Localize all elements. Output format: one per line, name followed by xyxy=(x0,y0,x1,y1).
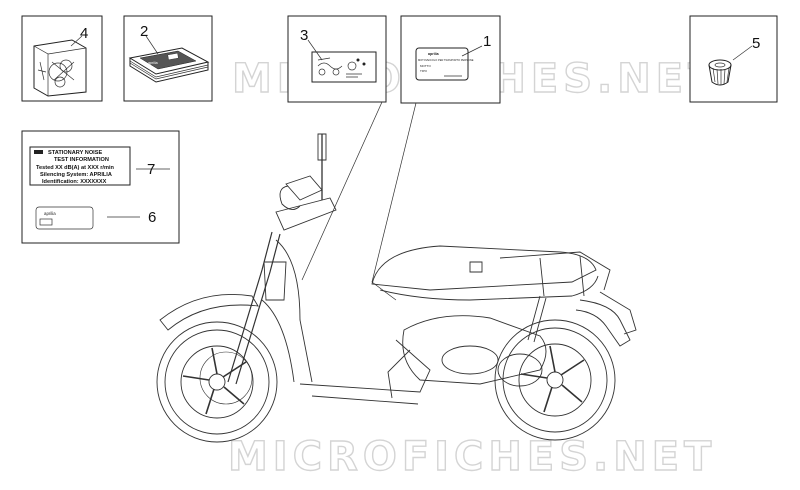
noise-line2: TEST INFORMATION xyxy=(54,157,109,163)
rivet-icon xyxy=(708,59,732,86)
callout-4: 4 xyxy=(80,25,88,42)
owner-manual-icon: aprilia xyxy=(128,47,210,83)
manual-brand-text: aprilia xyxy=(148,61,158,65)
part-4-box: 4 xyxy=(21,15,103,102)
decal-sheet-icon xyxy=(311,51,377,83)
brand-plate-text: aprilia xyxy=(44,211,56,216)
part-5-box: 5 xyxy=(689,15,778,103)
callout-5: 5 xyxy=(752,35,760,52)
parts-6-7-box: STATIONARY NOISE TEST INFORMATION Tested… xyxy=(21,130,180,244)
watermark-bottom: MICROFICHES.NET xyxy=(228,434,716,480)
callout-6: 6 xyxy=(148,209,156,226)
callout-1: 1 xyxy=(483,33,491,50)
brand-plate: aprilia xyxy=(35,206,94,230)
scooter-illustration xyxy=(156,133,637,443)
part1-brand: aprilia xyxy=(428,52,440,56)
tool-kit-icon xyxy=(33,39,87,97)
part-1-box: aprilia MOTOVEICOLO PER TRASPORTO PERSON… xyxy=(400,15,501,104)
part-2-box: aprilia 2 xyxy=(123,15,213,102)
callout-2: 2 xyxy=(140,23,148,40)
noise-line5: Identification: XXXXXXX xyxy=(42,179,107,185)
noise-line3: Tested XX dB(A) at XXX r/min xyxy=(36,165,114,171)
leader-line-3 xyxy=(301,101,383,281)
noise-line1: STATIONARY NOISE xyxy=(48,150,102,156)
part1-line4: TIPO xyxy=(420,69,428,73)
vehicle-id-label-icon: aprilia MOTOVEICOLO PER TRASPORTO PERSON… xyxy=(415,47,474,81)
leader-line-1 xyxy=(371,102,417,301)
part1-line2: MOTOVEICOLO PER TRASPORTO PERSONE xyxy=(418,58,474,62)
noise-info-label: STATIONARY NOISE TEST INFORMATION Tested… xyxy=(29,146,131,186)
callout-3: 3 xyxy=(300,27,308,44)
part-3-box: 3 xyxy=(287,15,387,103)
part1-line3: MOTTO xyxy=(420,64,431,68)
callout-7: 7 xyxy=(147,161,155,178)
noise-line4: Silencing System: APRILIA xyxy=(40,172,112,178)
